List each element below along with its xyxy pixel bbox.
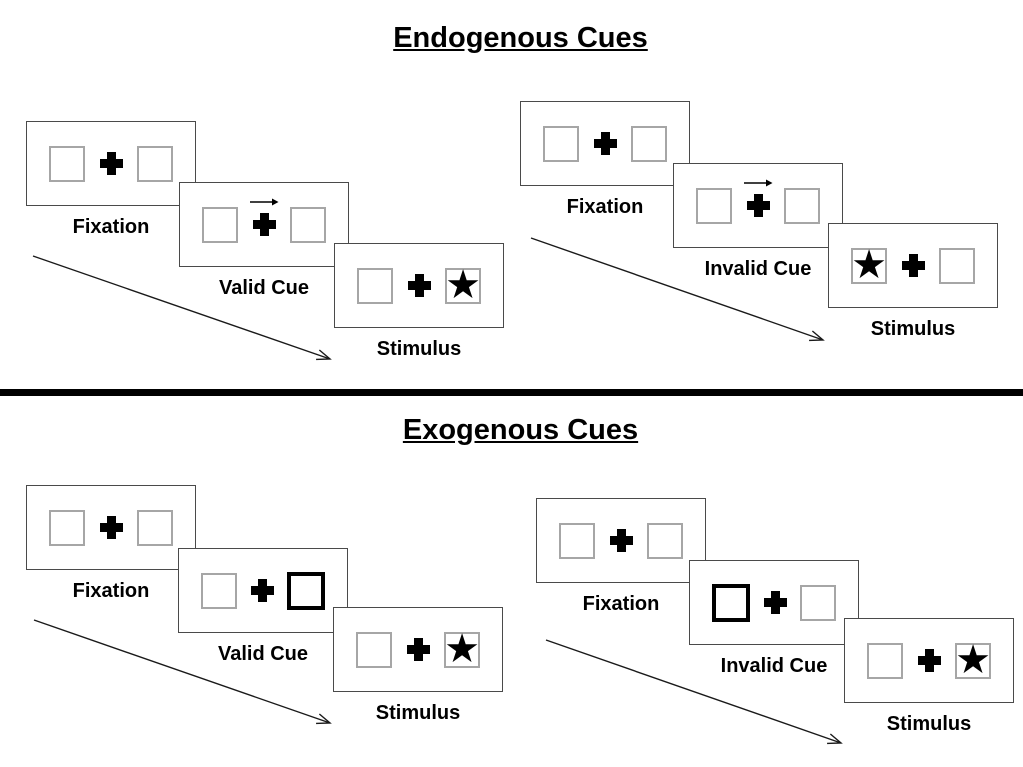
- fixation-cross-icon: [593, 132, 617, 155]
- fixation-cross-icon: [406, 638, 430, 661]
- panel-exo-valid-cue: Valid Cue: [178, 548, 348, 665]
- panel-label: Fixation: [72, 216, 150, 238]
- fixation-area: [763, 591, 787, 614]
- right-placeholder-box: [137, 145, 173, 182]
- fixation-area: [407, 274, 431, 297]
- fixation-area: [593, 132, 617, 155]
- right-target-box: ★: [445, 262, 481, 307]
- fixation-cross-icon: [609, 529, 633, 552]
- panel-label: Valid Cue: [217, 643, 309, 665]
- fixation-area: [609, 529, 633, 552]
- left-target-box: ★: [851, 242, 887, 287]
- panel-endo-valid-fixation: Fixation: [26, 121, 196, 238]
- panel-endo-invalid-cue: Invalid Cue: [673, 163, 843, 280]
- right-placeholder-box: [939, 247, 975, 284]
- screen-frame: [26, 121, 196, 206]
- left-placeholder-box: [357, 267, 393, 304]
- panel-label: Stimulus: [376, 338, 462, 360]
- right-placeholder-box: [784, 187, 820, 224]
- fixation-cross-icon: [252, 213, 276, 236]
- panel-exo-valid-fixation: Fixation: [26, 485, 196, 602]
- section-title-exogenous: Exogenous Cues: [402, 414, 639, 446]
- left-placeholder-box: [559, 522, 595, 559]
- screen-frame: ★: [844, 618, 1014, 703]
- time-arrow-endogenous-invalid: [530, 237, 825, 342]
- fixation-cross-icon: [901, 254, 925, 277]
- fixation-area: [99, 152, 123, 175]
- panel-label: Fixation: [566, 196, 644, 218]
- right-placeholder-box: [800, 584, 836, 621]
- right-cue-highlight-box: [287, 571, 325, 610]
- fixation-cross-icon: [746, 194, 770, 217]
- star-stimulus-icon: ★: [444, 626, 480, 671]
- fixation-area: [744, 179, 773, 217]
- panel-endo-valid-cue: Valid Cue: [179, 182, 349, 299]
- left-placeholder-box: [543, 125, 579, 162]
- panel-exo-valid-stimulus: ★ Stimulus: [333, 607, 503, 724]
- star-stimulus-icon: ★: [445, 262, 481, 307]
- right-placeholder-box: [290, 206, 326, 243]
- panel-label: Invalid Cue: [704, 258, 812, 280]
- fixation-area: [250, 579, 274, 602]
- cue-arrow-right-icon: [250, 198, 279, 206]
- fixation-cross-icon: [250, 579, 274, 602]
- panel-label: Stimulus: [886, 713, 972, 735]
- left-cue-highlight-box: [712, 583, 750, 622]
- fixation-cross-icon: [99, 516, 123, 539]
- panel-exo-invalid-fixation: Fixation: [536, 498, 706, 615]
- right-placeholder-box: [137, 509, 173, 546]
- panel-label: Stimulus: [870, 318, 956, 340]
- star-stimulus-icon: ★: [955, 637, 991, 682]
- fixation-cross-icon: [99, 152, 123, 175]
- panel-endo-invalid-fixation: Fixation: [520, 101, 690, 218]
- star-stimulus-icon: ★: [851, 242, 887, 287]
- panel-label: Stimulus: [375, 702, 461, 724]
- screen-frame: [536, 498, 706, 583]
- panel-endo-invalid-stimulus: ★ Stimulus: [828, 223, 998, 340]
- right-placeholder-box: [647, 522, 683, 559]
- screen-frame: ★: [333, 607, 503, 692]
- screen-frame: ★: [828, 223, 998, 308]
- fixation-cross-icon: [407, 274, 431, 297]
- fixation-cross-icon: [917, 649, 941, 672]
- panel-label: Fixation: [582, 593, 660, 615]
- panel-exo-invalid-cue: Invalid Cue: [689, 560, 859, 677]
- left-placeholder-box: [201, 572, 237, 609]
- fixation-cross-icon: [763, 591, 787, 614]
- fixation-area: [901, 254, 925, 277]
- right-target-box: ★: [955, 637, 991, 682]
- right-placeholder-box: [631, 125, 667, 162]
- time-arrow-exogenous-valid: [33, 619, 332, 725]
- left-placeholder-box: [696, 187, 732, 224]
- section-divider: [0, 389, 1023, 396]
- screen-frame: ★: [334, 243, 504, 328]
- fixation-area: [406, 638, 430, 661]
- screen-frame: [673, 163, 843, 248]
- time-arrow-endogenous-valid: [32, 255, 332, 361]
- fixation-area: [250, 198, 279, 236]
- panel-endo-valid-stimulus: ★ Stimulus: [334, 243, 504, 360]
- left-placeholder-box: [49, 145, 85, 182]
- right-target-box: ★: [444, 626, 480, 671]
- fixation-area: [917, 649, 941, 672]
- panel-exo-invalid-stimulus: ★ Stimulus: [844, 618, 1014, 735]
- screen-frame: [178, 548, 348, 633]
- left-placeholder-box: [356, 631, 392, 668]
- left-placeholder-box: [202, 206, 238, 243]
- left-placeholder-box: [867, 642, 903, 679]
- screen-frame: [689, 560, 859, 645]
- section-title-endogenous: Endogenous Cues: [393, 22, 648, 54]
- panel-label: Fixation: [72, 580, 150, 602]
- screen-frame: [179, 182, 349, 267]
- screen-frame: [26, 485, 196, 570]
- cue-arrow-right-icon: [744, 179, 773, 187]
- fixation-area: [99, 516, 123, 539]
- panel-label: Invalid Cue: [720, 655, 828, 677]
- left-placeholder-box: [49, 509, 85, 546]
- panel-label: Valid Cue: [218, 277, 310, 299]
- screen-frame: [520, 101, 690, 186]
